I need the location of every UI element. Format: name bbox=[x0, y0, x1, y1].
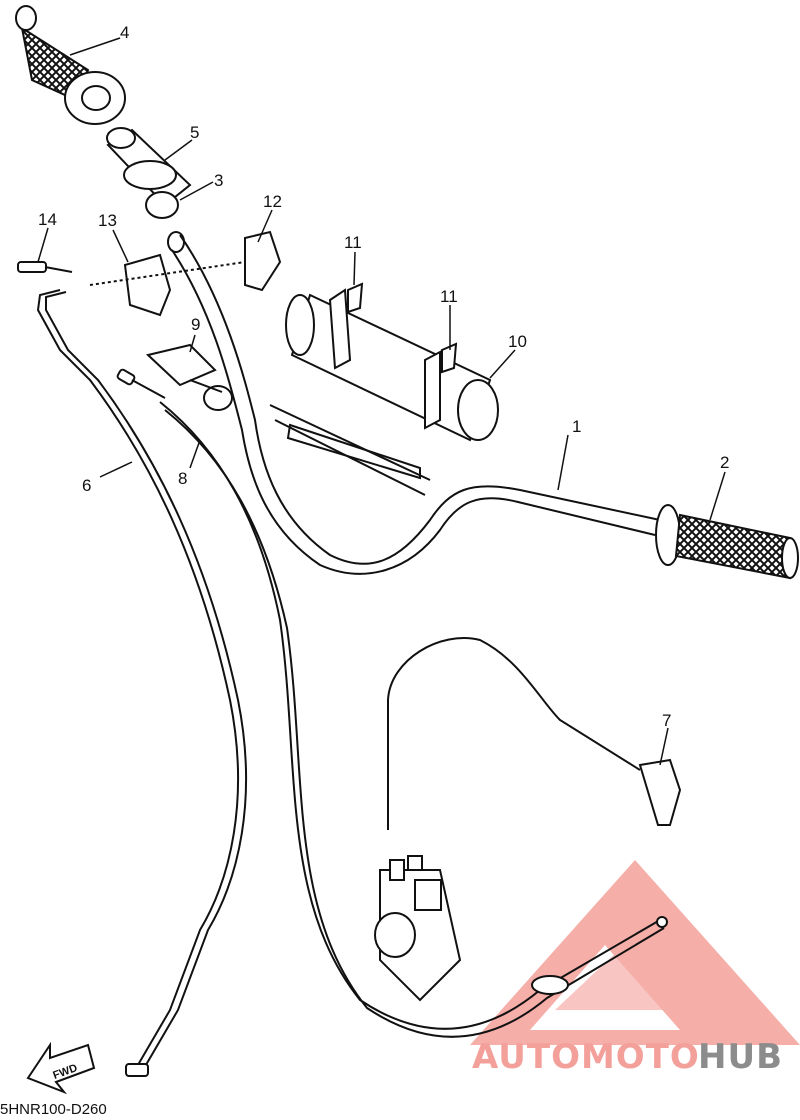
callout-13: 13 bbox=[98, 211, 117, 230]
bar-pad bbox=[285, 282, 499, 442]
callout-4: 4 bbox=[120, 23, 129, 42]
throttle-housing bbox=[17, 230, 282, 317]
carb-cable bbox=[387, 637, 682, 830]
callout-5: 5 bbox=[190, 123, 199, 142]
callout-14: 14 bbox=[38, 210, 57, 229]
callout-12: 12 bbox=[263, 192, 282, 211]
callout-8: 8 bbox=[178, 469, 187, 488]
callout-6: 6 bbox=[82, 476, 91, 495]
callout-1: 1 bbox=[572, 417, 581, 436]
throttle-tube bbox=[106, 127, 192, 219]
watermark-text-b: HUB bbox=[698, 1037, 783, 1077]
callout-leaders bbox=[37, 37, 726, 766]
callout-7: 7 bbox=[662, 711, 671, 730]
drawing-code: 5HNR100-D260 bbox=[0, 1101, 107, 1118]
choke-cable bbox=[159, 401, 668, 1038]
left-grip bbox=[15, 5, 126, 125]
callout-11b: 11 bbox=[440, 287, 458, 306]
callout-3: 3 bbox=[214, 171, 223, 190]
throttle-cable bbox=[36, 289, 247, 1077]
fwd-arrow-icon: FWD bbox=[26, 1041, 96, 1095]
choke-lever bbox=[116, 343, 233, 411]
handlebar bbox=[167, 231, 661, 575]
callout-11a: 11 bbox=[344, 233, 362, 252]
callout-2: 2 bbox=[720, 453, 729, 472]
right-grip bbox=[655, 504, 799, 580]
callout-10: 10 bbox=[508, 332, 527, 351]
callout-9: 9 bbox=[191, 315, 200, 334]
watermark-text-a: AUTOMOTO bbox=[472, 1037, 700, 1077]
watermark-logo bbox=[470, 860, 800, 1045]
carburetor bbox=[374, 855, 462, 1002]
